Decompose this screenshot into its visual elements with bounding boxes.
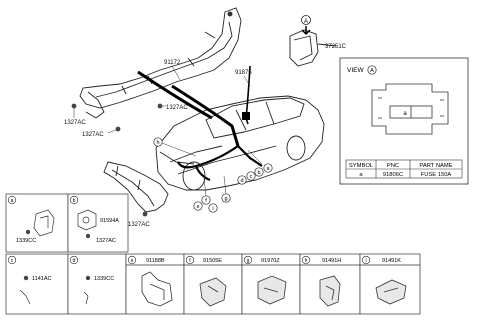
part-1327ac-b: 1327AC: [96, 238, 116, 244]
clip-icon: [19, 289, 31, 305]
part-91594a: 91594A: [100, 218, 119, 224]
detail-g-letter: g: [247, 258, 250, 264]
detail-i-letter: i: [365, 258, 366, 264]
detail-box-b: b 91594A 1327AC: [67, 193, 129, 253]
part-1339cc-a: 1339CC: [16, 238, 36, 244]
table-header-part-name: PART NAME: [419, 163, 452, 169]
part-91188b: 91188B: [146, 258, 165, 264]
protector-91491k-icon: [375, 279, 407, 305]
lower-bumper-bracket: [103, 161, 169, 213]
part-1141ac: 1141AC: [32, 276, 51, 282]
table-header-symbol: SYMBOL: [349, 163, 374, 169]
bolt-icon: [23, 275, 29, 281]
clip-91491h-icon: [319, 275, 341, 307]
svg-text:a: a: [266, 166, 270, 172]
detail-row-labels: c 1141AC d 1339CC e 91188B f 91505E g 91…: [7, 255, 401, 305]
detail-f-letter: f: [189, 258, 191, 264]
callout-1327ac-bottom: 1327AC: [128, 222, 150, 228]
table-cell-pnc: 91806C: [383, 172, 403, 178]
svg-text:e: e: [196, 204, 199, 210]
view-marker-label: A: [304, 19, 308, 25]
table-header-pnc: PNC: [387, 163, 399, 169]
detail-box-a: a 1339CC: [5, 193, 69, 253]
part-91970z: 91970Z: [261, 258, 280, 264]
junction-block: [242, 112, 250, 120]
svg-text:d: d: [240, 178, 243, 184]
detail-h-letter: h: [305, 258, 308, 264]
callout-1327ac-upper: 1327AC: [166, 105, 188, 111]
clip-icon: [83, 291, 89, 305]
table-cell-symbol: a: [359, 172, 363, 178]
view-a-box: VIEW A a SYMBOL PNC PART NAME a 91806C F…: [339, 57, 469, 185]
svg-text:c: c: [250, 174, 253, 180]
detail-d-letter: d: [73, 258, 76, 264]
view-box-marker: A: [370, 68, 374, 74]
fuse-box-drawing: [371, 83, 449, 135]
bolt-icon: [25, 229, 31, 235]
svg-text:f: f: [205, 198, 207, 204]
fuse-label: a: [403, 111, 407, 117]
part-1339cc-d: 1339CC: [94, 276, 114, 282]
bracket-icon: [33, 209, 55, 237]
bolt-icon: [115, 126, 121, 132]
svg-text:h: h: [156, 140, 159, 146]
bolt-icon: [71, 103, 77, 109]
callout-1327ac-mid: 1327AC: [82, 132, 104, 138]
svg-text:a: a: [11, 198, 14, 204]
upper-bracket-harness: [79, 7, 242, 119]
view-marker-circle: [301, 15, 311, 25]
part-91505e: 91505E: [203, 258, 222, 264]
part-91491k: 91491K: [382, 258, 401, 264]
detail-part-drawings: [141, 271, 407, 307]
part-table: SYMBOL PNC PART NAME a 91806C FUSE 150A: [345, 159, 463, 179]
sensor-icon: [77, 209, 97, 231]
svg-text:b: b: [257, 170, 260, 176]
table-cell-part-name: FUSE 150A: [421, 172, 452, 178]
svg-text:g: g: [224, 196, 227, 202]
detail-c-letter: c: [11, 258, 14, 264]
bolt-icon: [157, 103, 163, 109]
arrow-down-icon: [301, 26, 311, 36]
bracket-91188b-icon: [141, 271, 173, 307]
wiring-harness: [137, 65, 263, 182]
bolt-icon: [85, 233, 91, 239]
clip-icon: [227, 11, 233, 17]
svg-text:b: b: [73, 198, 76, 204]
detail-e-letter: e: [131, 258, 134, 264]
callout-91172: 91172: [164, 60, 181, 66]
bolt-icon: [142, 211, 148, 217]
callout-91875: 91875: [235, 70, 252, 76]
detail-row: [5, 253, 421, 315]
bolt-icon: [85, 275, 91, 281]
view-title: VIEW: [347, 67, 364, 74]
svg-text:i: i: [212, 206, 213, 212]
callout-37251c: 37251C: [325, 44, 347, 50]
grommet-91505e-icon: [199, 277, 227, 307]
part-91491h: 91491H: [322, 258, 341, 264]
callout-1327ac-left: 1327AC: [64, 120, 86, 126]
circle-labels: h a b c d e f i g: [153, 137, 273, 213]
